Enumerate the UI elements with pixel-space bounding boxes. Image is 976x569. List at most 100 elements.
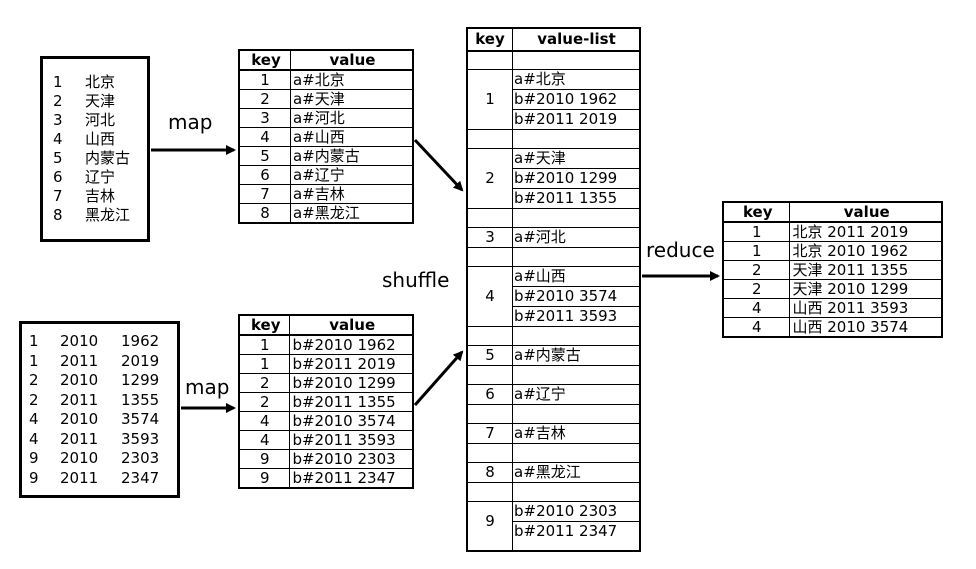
group-key: 2 xyxy=(485,169,495,187)
row-divider xyxy=(468,227,639,228)
value-list-item: a#北京 xyxy=(514,70,566,88)
key-cell: 9 xyxy=(238,449,291,469)
value-list-item: b#2010 2303 xyxy=(514,502,618,520)
key-cell: 3 xyxy=(238,108,291,128)
row-divider xyxy=(468,69,639,70)
input-value: 3574 xyxy=(121,410,160,428)
value-cell: 天津 2010 1299 xyxy=(789,279,943,299)
value-list-item: b#2010 1962 xyxy=(514,90,618,108)
key-cell: 2 xyxy=(238,373,291,393)
input-value: 2019 xyxy=(121,351,160,370)
group-key: 3 xyxy=(485,228,495,246)
row-divider xyxy=(468,482,639,483)
value-cell: 天津 2011 1355 xyxy=(789,260,943,280)
value-cell: b#2011 3593 xyxy=(289,430,414,450)
group-key: 5 xyxy=(485,346,495,364)
key-header: key xyxy=(722,201,791,223)
value-cell: b#2010 3574 xyxy=(289,411,414,431)
input-province: 黑龙江 xyxy=(85,206,131,224)
key-cell: 4 xyxy=(722,298,791,318)
value-cell: 北京 2011 2019 xyxy=(789,221,943,242)
key-cell: 4 xyxy=(238,127,291,147)
table-header-row: key value xyxy=(722,201,943,223)
input-key: 1 xyxy=(53,73,63,91)
input-key: 9 xyxy=(29,449,39,467)
value-list-item: b#2011 2347 xyxy=(514,522,618,540)
input-year: 2011 xyxy=(60,429,99,448)
input-key: 6 xyxy=(53,168,63,186)
key-cell: 1 xyxy=(238,334,291,355)
key-header: key xyxy=(238,49,291,71)
value-cell: b#2010 1962 xyxy=(289,334,414,355)
input-year: 2011 xyxy=(60,390,99,409)
shuffle-label: shuffle xyxy=(382,268,450,292)
input-key: 8 xyxy=(53,206,63,224)
key-header: key xyxy=(238,314,291,336)
value-list-item: b#2010 3574 xyxy=(514,287,618,305)
value-cell: a#山西 xyxy=(289,127,414,147)
input-year: 2010 xyxy=(60,332,99,350)
input-key: 4 xyxy=(53,130,63,148)
input-province: 吉林 xyxy=(85,187,116,205)
input-key: 1 xyxy=(29,332,39,350)
value-list-header: value-list xyxy=(537,30,616,48)
key-cell: 7 xyxy=(238,184,291,204)
row-divider xyxy=(468,247,639,248)
row-divider xyxy=(512,168,639,169)
row-divider xyxy=(512,306,639,307)
input-key: 2 xyxy=(29,371,39,389)
table-header-row: key value xyxy=(238,49,414,71)
reduce-label: reduce xyxy=(646,238,715,262)
value-cell: b#2010 2303 xyxy=(289,449,414,469)
value-cell: a#河北 xyxy=(289,108,414,128)
row-divider xyxy=(468,404,639,405)
row-divider xyxy=(468,462,639,463)
input-province: 北京 xyxy=(85,73,116,91)
row-divider xyxy=(512,521,639,522)
value-cell: a#黑龙江 xyxy=(289,203,414,224)
map-label-bottom: map xyxy=(185,375,230,399)
group-key: 6 xyxy=(485,385,495,403)
group-key: 1 xyxy=(485,90,495,108)
input-value: 1299 xyxy=(121,371,160,389)
value-list-item: a#辽宁 xyxy=(514,385,566,403)
input-province: 天津 xyxy=(85,92,116,110)
value-list-item: a#山西 xyxy=(514,267,566,285)
input-province: 辽宁 xyxy=(85,168,116,186)
row-divider xyxy=(512,188,639,189)
input-key: 9 xyxy=(29,468,39,487)
input-value: 3593 xyxy=(121,429,160,448)
value-list-item: b#2010 1299 xyxy=(514,169,618,187)
value-header: value xyxy=(289,49,414,71)
group-key: 4 xyxy=(485,287,495,305)
key-cell: 1 xyxy=(238,354,291,374)
input-value: 2303 xyxy=(121,449,160,467)
input-key: 5 xyxy=(53,149,63,167)
row-divider xyxy=(468,443,639,444)
key-cell: 2 xyxy=(238,89,291,109)
input-year: 2010 xyxy=(60,449,99,467)
value-header: value xyxy=(289,314,414,336)
key-cell: 2 xyxy=(722,260,791,280)
key-cell: 2 xyxy=(722,279,791,299)
input-key: 4 xyxy=(29,429,39,448)
input-key: 3 xyxy=(53,111,63,129)
input-key: 2 xyxy=(53,92,63,110)
value-cell: 北京 2010 1962 xyxy=(789,241,943,261)
